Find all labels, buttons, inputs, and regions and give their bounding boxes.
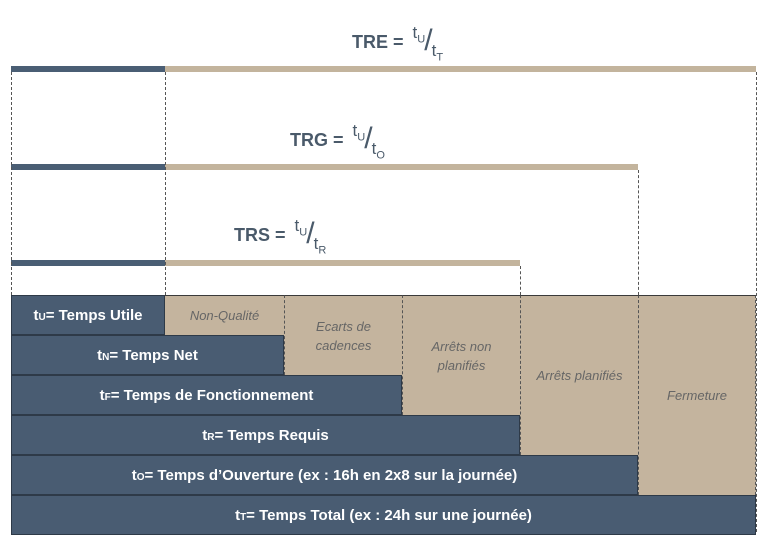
trg-formula: TRG = tU/tO bbox=[290, 121, 385, 162]
tre-label: TRE bbox=[352, 32, 388, 52]
guide-line bbox=[756, 72, 757, 532]
trg-bar-opening bbox=[165, 164, 638, 170]
tre-bar-useful bbox=[11, 66, 165, 72]
trs-bar-required bbox=[165, 260, 520, 266]
guide-line bbox=[638, 170, 639, 295]
guide-line bbox=[11, 72, 12, 295]
guide-line bbox=[520, 266, 521, 295]
tre-formula: TRE = tU/tT bbox=[352, 23, 444, 64]
trs-label: TRS bbox=[234, 225, 270, 245]
loss-arrets-planifies: Arrêts planifiés bbox=[520, 295, 638, 455]
tre-bar-total bbox=[165, 66, 756, 72]
trg-bar-useful bbox=[11, 164, 165, 170]
loss-fermeture: Fermeture bbox=[638, 295, 756, 495]
trs-formula: TRS = tU/tR bbox=[234, 216, 327, 257]
loss-non-qualite: Non-Qualité bbox=[165, 295, 284, 335]
guide-line bbox=[165, 72, 166, 295]
trs-bar-useful bbox=[11, 260, 165, 266]
trg-label: TRG bbox=[290, 130, 328, 150]
